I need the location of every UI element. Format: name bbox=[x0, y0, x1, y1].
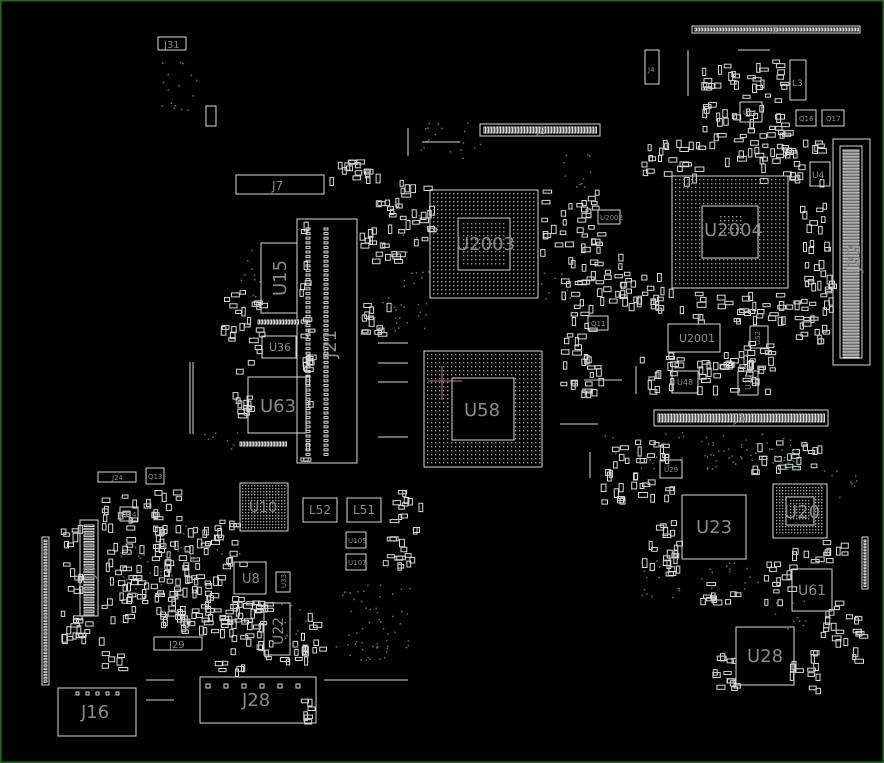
label-u63: U63 bbox=[260, 396, 296, 417]
chip-u15[interactable] bbox=[260, 242, 298, 314]
cursor-crosshair bbox=[428, 366, 462, 400]
label-u48: U48 bbox=[677, 378, 693, 387]
label-u29: U29 bbox=[664, 466, 678, 474]
label-u23: U23 bbox=[696, 517, 732, 538]
label-l52: L52 bbox=[309, 503, 331, 517]
label-u20: U20 bbox=[784, 502, 820, 523]
connector-j2[interactable] bbox=[479, 123, 601, 137]
inductor-l3[interactable] bbox=[789, 59, 807, 101]
label-j28: J28 bbox=[241, 690, 270, 711]
label-j4: J4 bbox=[647, 66, 655, 74]
bga-u2003-core bbox=[457, 217, 511, 271]
connector-j16[interactable] bbox=[57, 687, 137, 737]
chip-u33[interactable] bbox=[275, 571, 291, 593]
label-l3: L3 bbox=[792, 79, 803, 89]
inductor-l51[interactable] bbox=[346, 497, 382, 523]
label-u52: U52 bbox=[754, 331, 762, 345]
label-u37: U37 bbox=[744, 374, 753, 390]
label-j29: J29 bbox=[168, 640, 185, 651]
connector-j22[interactable] bbox=[832, 138, 871, 366]
inductor-l52[interactable] bbox=[302, 497, 338, 523]
vias bbox=[120, 61, 858, 661]
connector-j29[interactable] bbox=[153, 636, 203, 651]
chip-u61[interactable] bbox=[791, 568, 833, 612]
connector-j31[interactable] bbox=[157, 36, 187, 51]
bga-u20[interactable] bbox=[772, 483, 828, 539]
chip-u105[interactable] bbox=[345, 531, 367, 549]
transistor-q16[interactable] bbox=[795, 109, 817, 127]
label-u8: U8 bbox=[242, 572, 260, 587]
label-j22: J22 bbox=[844, 244, 865, 273]
chip-u8[interactable] bbox=[233, 561, 267, 595]
bga-u2004[interactable] bbox=[671, 175, 789, 289]
chip-u107[interactable] bbox=[345, 553, 367, 571]
chip-u28[interactable] bbox=[735, 626, 795, 686]
label-j7: J7 bbox=[271, 179, 283, 193]
label-u28: U28 bbox=[747, 646, 783, 667]
bga-u2003[interactable] bbox=[429, 189, 539, 299]
transistor-q13[interactable] bbox=[145, 467, 165, 485]
label-j24: J24 bbox=[111, 474, 124, 482]
connector-left-edge[interactable] bbox=[41, 536, 50, 686]
label-u10: U10 bbox=[249, 500, 277, 516]
bga-u58[interactable] bbox=[423, 350, 543, 468]
label-q16: Q16 bbox=[799, 115, 814, 123]
chip-u2001[interactable] bbox=[667, 323, 721, 353]
label-j16: J16 bbox=[80, 702, 109, 723]
bga-u58-core bbox=[451, 377, 515, 441]
chip-u2002[interactable] bbox=[597, 209, 621, 225]
label-u61: U61 bbox=[798, 583, 826, 599]
label-u2004: U2004 bbox=[704, 220, 763, 241]
traces bbox=[146, 49, 770, 701]
transistor-q17[interactable] bbox=[821, 109, 845, 127]
label-q13: Q13 bbox=[148, 473, 162, 481]
connector-j7[interactable] bbox=[235, 174, 325, 195]
label-j2: J2 bbox=[535, 126, 545, 137]
label-j6: J6 bbox=[733, 411, 745, 425]
connector-j21[interactable] bbox=[296, 218, 358, 464]
label-u107: U107 bbox=[348, 559, 366, 567]
label-u22: U22 bbox=[271, 617, 287, 645]
label-u4: U4 bbox=[812, 171, 825, 181]
chip-u10[interactable] bbox=[239, 482, 289, 532]
label-u2003: U2003 bbox=[456, 234, 515, 255]
label-q11: Q11 bbox=[591, 320, 605, 328]
chip-u23[interactable] bbox=[681, 494, 747, 560]
label-j21: J21 bbox=[320, 330, 341, 359]
connector-j1[interactable] bbox=[691, 25, 861, 34]
label-j31: J31 bbox=[163, 40, 180, 51]
connector-right-edge[interactable] bbox=[861, 536, 869, 590]
label-q34: Q34 bbox=[122, 511, 137, 519]
label-q17: Q17 bbox=[826, 115, 840, 123]
part-j30[interactable] bbox=[205, 105, 217, 127]
component-labels: J31 J7 J2 J1 J4 L3 U41 Q16 Q17 U4 J22 U2… bbox=[80, 26, 865, 723]
label-u2002: U2002 bbox=[600, 214, 623, 222]
label-j5: J5 bbox=[83, 566, 98, 579]
bga-ball-grids bbox=[242, 179, 823, 534]
connector-j4[interactable] bbox=[644, 49, 660, 85]
bga-u2004-core bbox=[701, 205, 759, 259]
label-u58: U58 bbox=[464, 400, 500, 421]
connector-j24[interactable] bbox=[97, 471, 137, 483]
label-j1: J1 bbox=[771, 26, 779, 34]
label-u15: U15 bbox=[270, 260, 291, 296]
chip-u52[interactable] bbox=[749, 325, 769, 349]
passive-components bbox=[43, 27, 869, 725]
connector-j6[interactable] bbox=[653, 409, 829, 427]
label-l51: L51 bbox=[353, 503, 375, 517]
connector-j28[interactable] bbox=[199, 676, 317, 724]
chip-u48[interactable] bbox=[671, 370, 699, 394]
label-u36: U36 bbox=[269, 341, 291, 354]
label-u33: U33 bbox=[280, 574, 288, 588]
label-u41: U41 bbox=[743, 109, 757, 117]
chip-u22[interactable] bbox=[263, 602, 291, 656]
chip-u29[interactable] bbox=[659, 459, 683, 479]
label-u105: U105 bbox=[348, 537, 366, 545]
label-u2001: U2001 bbox=[679, 332, 715, 345]
